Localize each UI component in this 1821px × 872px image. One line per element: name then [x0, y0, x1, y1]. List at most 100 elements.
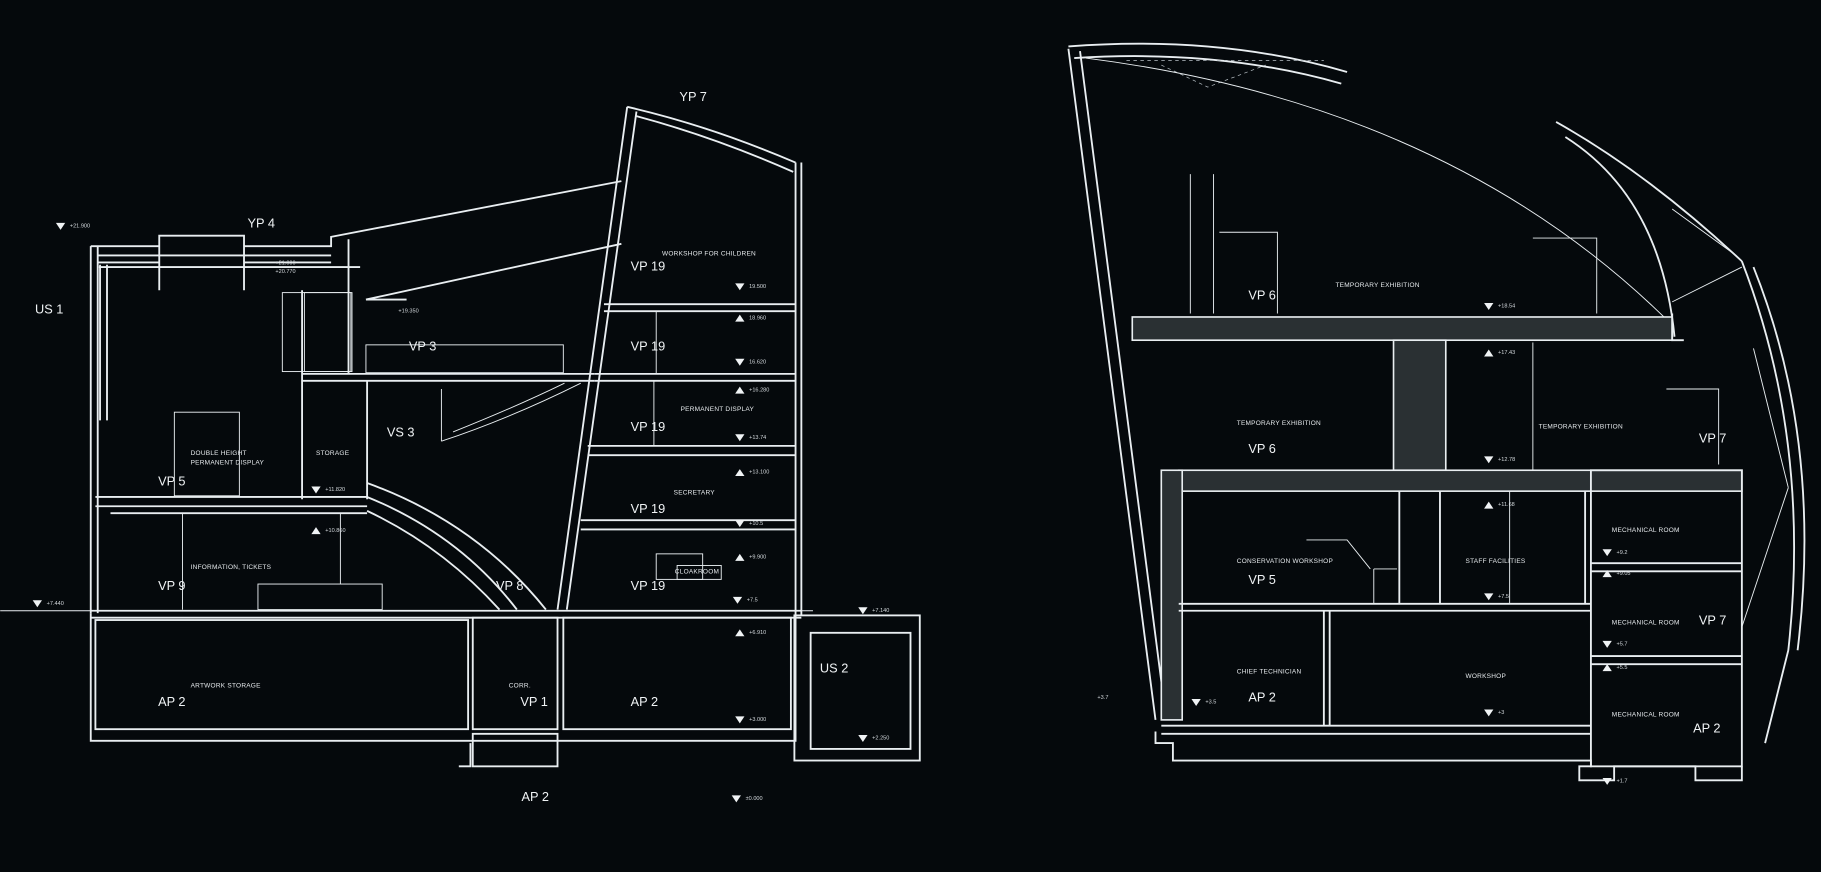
elevation-mark: +6.910: [749, 630, 766, 636]
elevation-triangle-icon: [735, 434, 745, 442]
zone-label: AP 2: [158, 694, 185, 709]
right-section-drawing: [1067, 42, 1806, 782]
room-label: WORKSHOP FOR CHILDREN: [662, 250, 756, 257]
elevation-mark: 19.500: [749, 284, 766, 290]
elevation-mark: +12.78: [1498, 457, 1515, 463]
elevation-mark: +16.280: [749, 387, 769, 393]
elevation-mark: +3.7: [1097, 695, 1108, 701]
room-label: STAFF FACILITIES: [1466, 558, 1526, 565]
zone-label: VP 6: [1248, 288, 1275, 303]
elevation-mark: +21.000: [275, 261, 295, 267]
elevation-triangle-icon: [1484, 303, 1494, 311]
grid-label: YP 7: [679, 89, 706, 104]
zone-label: VP 19: [631, 339, 666, 354]
elevation-mark: +20.770: [275, 269, 295, 275]
elevation-triangle-icon: [311, 527, 321, 535]
elevation-mark: +9.2: [1616, 550, 1627, 556]
room-label: ARTWORK STORAGE: [191, 682, 261, 689]
elevation-mark: +11.820: [325, 487, 345, 493]
left-labels: US 1 YP 4 YP 7 US 2 VP 19 VP 3 VP 19 VS …: [32, 89, 889, 804]
zone-label: AP 2: [522, 789, 549, 804]
zone-label: AP 2: [631, 694, 658, 709]
zone-label: VP 5: [158, 473, 185, 488]
elevation-triangle-icon: [1484, 709, 1494, 717]
elevation-mark: +10.860: [325, 528, 345, 534]
zone-label: VP 9: [158, 578, 185, 593]
elevation-mark: +7.140: [872, 608, 889, 614]
elevation-mark: +3.5: [1205, 700, 1216, 706]
zone-label: AP 2: [1248, 689, 1275, 704]
elevation-triangle-icon: [1484, 593, 1494, 601]
elevation-mark: +11.68: [1498, 502, 1515, 508]
elevation-triangle-icon: [311, 486, 321, 494]
zone-label: VP 19: [631, 501, 666, 516]
room-label: WORKSHOP: [1466, 673, 1507, 680]
elevation-triangle-icon: [1191, 698, 1201, 706]
elevation-triangle-icon: [735, 314, 745, 322]
elevation-triangle-icon: [735, 629, 745, 637]
zone-label: VP 7: [1699, 430, 1726, 445]
room-label: CHIEF TECHNICIAN: [1237, 668, 1302, 675]
elevation-mark: 18.960: [749, 315, 766, 321]
elevation-mark: +7.5: [747, 597, 758, 603]
elevation-mark: +7.5: [1498, 594, 1509, 600]
zone-label: VP 7: [1699, 613, 1726, 628]
elevation-mark: +5.7: [1616, 642, 1627, 648]
elevation-triangle-icon: [735, 283, 745, 291]
zone-label: VP 6: [1248, 441, 1275, 456]
elevation-triangle-icon: [1602, 640, 1612, 648]
room-label: MECHANICAL ROOM: [1612, 711, 1680, 718]
grid-label: US 2: [820, 660, 848, 675]
zone-label: VP 19: [631, 578, 666, 593]
zone-label: AP 2: [1693, 721, 1720, 736]
room-label: MECHANICAL ROOM: [1612, 620, 1680, 627]
zone-label: VP 1: [520, 694, 547, 709]
right-labels: VP 6 VP 6 VP 7 VP 5 VP 7 AP 2 AP 2 TEMPO…: [1097, 282, 1726, 785]
zone-label: VP 19: [631, 419, 666, 434]
elevation-triangle-icon: [32, 600, 42, 608]
elevation-mark: +9.900: [749, 554, 766, 560]
room-label: MECHANICAL ROOM: [1612, 527, 1680, 534]
elevation-mark: +17.43: [1498, 350, 1515, 356]
elevation-triangle-icon: [1602, 549, 1612, 557]
room-label: PERMANENT DISPLAY: [191, 459, 265, 466]
elevation-mark: +21.900: [70, 224, 90, 230]
room-label: CORR.: [509, 682, 531, 689]
elevation-triangle-icon: [1484, 456, 1494, 464]
elevation-triangle-icon: [858, 734, 868, 742]
zone-label: VP 3: [409, 339, 436, 354]
elevation-mark: +3.000: [749, 717, 766, 723]
elevation-mark: 16.620: [749, 359, 766, 365]
zone-label: VS 3: [387, 425, 415, 440]
elevation-triangle-icon: [1602, 777, 1612, 785]
elevation-mark: +3: [1498, 710, 1504, 716]
grid-label: YP 4: [248, 216, 275, 231]
zone-label: VP 5: [1248, 572, 1275, 587]
room-label: CONSERVATION WORKSHOP: [1237, 558, 1333, 565]
room-label: PERMANENT DISPLAY: [681, 406, 755, 413]
elevation-triangle-icon: [732, 596, 743, 604]
left-section-drawing: [0, 105, 921, 768]
elevation-triangle-icon: [735, 520, 745, 528]
elevation-triangle-icon: [1602, 664, 1612, 672]
elevation-mark: +7.440: [47, 601, 64, 607]
elevation-mark: +1.7: [1616, 779, 1627, 785]
grid-label: US 1: [35, 302, 63, 317]
elevation-triangle-icon: [735, 386, 745, 394]
elevation-mark: +10.5: [749, 521, 763, 527]
elevation-triangle-icon: [55, 222, 66, 230]
elevation-mark: +13.74: [749, 435, 766, 441]
elevation-mark: ±0.000: [746, 796, 763, 802]
room-label: DOUBLE HEIGHT: [191, 450, 247, 457]
elevation-mark: +2.250: [872, 736, 889, 742]
elevation-triangle-icon: [1602, 570, 1612, 578]
room-label: INFORMATION, TICKETS: [191, 564, 272, 571]
room-label: CLOAKROOM: [675, 569, 719, 576]
elevation-triangle-icon: [858, 607, 868, 615]
elevation-mark: +13.100: [749, 470, 769, 476]
zone-label: VP 19: [631, 259, 666, 274]
elevation-triangle-icon: [735, 716, 745, 724]
elevation-triangle-icon: [735, 469, 745, 477]
room-label: TEMPORARY EXHIBITION: [1539, 423, 1623, 430]
